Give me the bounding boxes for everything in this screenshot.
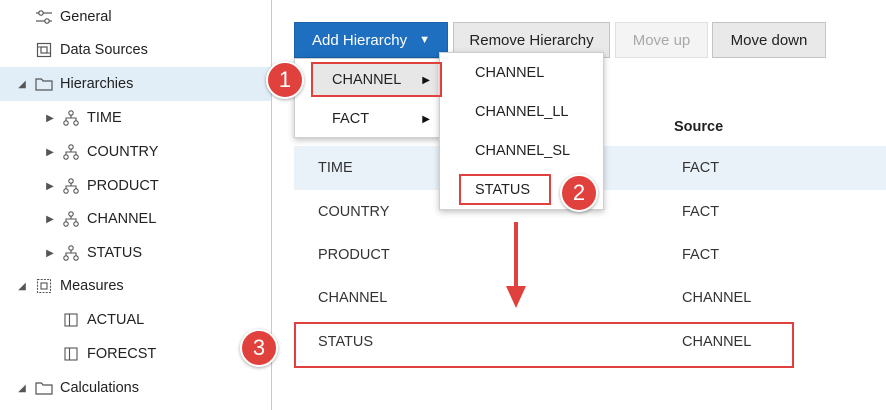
cell-name: STATUS bbox=[318, 334, 374, 350]
highlight-box-3 bbox=[294, 322, 794, 368]
hierarchy-icon bbox=[62, 109, 80, 127]
measure-icon bbox=[62, 345, 80, 363]
submenu-item-channel[interactable]: CHANNEL bbox=[475, 65, 545, 81]
table-row[interactable]: STATUS CHANNEL bbox=[294, 320, 886, 364]
tree-item-calculations[interactable]: ◢ Calculations bbox=[0, 371, 271, 405]
table-row[interactable]: PRODUCT FACT bbox=[294, 233, 886, 277]
cell-source: FACT bbox=[682, 160, 720, 176]
add-hierarchy-button[interactable]: Add Hierarchy ▼ bbox=[294, 22, 448, 58]
hierarchy-icon bbox=[62, 210, 80, 228]
move-up-button[interactable]: Move up bbox=[615, 22, 708, 58]
tree-item-label: Data Sources bbox=[60, 42, 148, 58]
table-row[interactable]: COUNTRY FACT bbox=[294, 190, 886, 234]
submenu-arrow-icon: ▶ bbox=[422, 113, 430, 125]
expand-caret-icon[interactable]: ▶ bbox=[46, 180, 54, 192]
tree-item-label: FORECST bbox=[87, 346, 157, 362]
tree-item-label: Hierarchies bbox=[60, 76, 134, 92]
cell-name: COUNTRY bbox=[318, 204, 390, 220]
tree-item-actual[interactable]: ACTUAL bbox=[0, 303, 271, 337]
hierarchy-icon bbox=[62, 244, 80, 262]
cell-name: TIME bbox=[318, 160, 353, 176]
tree-item-status[interactable]: ▶ STATUS bbox=[0, 236, 271, 270]
cell-source: CHANNEL bbox=[682, 334, 752, 350]
submenu-item-channel-sl[interactable]: CHANNEL_SL bbox=[475, 143, 571, 159]
tree-item-label: Calculations bbox=[60, 380, 139, 396]
cell-source: FACT bbox=[682, 247, 720, 263]
hierarchy-icon bbox=[62, 143, 80, 161]
move-down-button[interactable]: Move down bbox=[712, 22, 826, 58]
hierarchy-icon bbox=[62, 177, 80, 195]
highlight-box-2 bbox=[459, 174, 551, 205]
tree-item-label: Measures bbox=[60, 278, 124, 294]
add-hierarchy-label: Add Hierarchy bbox=[312, 31, 408, 49]
menu-item-channel[interactable]: CHANNEL ▶ bbox=[312, 63, 438, 97]
annotation-arrow-line bbox=[514, 222, 518, 288]
collapse-caret-icon[interactable]: ◢ bbox=[18, 78, 26, 90]
tree-item-hierarchies[interactable]: ◢ Hierarchies bbox=[0, 67, 271, 101]
cell-name: PRODUCT bbox=[318, 247, 390, 263]
folder-icon bbox=[35, 379, 53, 397]
menu-item-fact[interactable]: FACT ▶ bbox=[312, 102, 438, 136]
sliders-icon bbox=[35, 8, 53, 26]
collapse-caret-icon[interactable]: ◢ bbox=[18, 280, 26, 292]
tree-item-label: General bbox=[60, 9, 112, 25]
menu-item-label: CHANNEL bbox=[332, 72, 402, 88]
submenu-arrow-icon: ▶ bbox=[422, 74, 430, 86]
data-source-icon bbox=[35, 41, 53, 59]
tree-item-country[interactable]: ▶ COUNTRY bbox=[0, 135, 271, 169]
expand-caret-icon[interactable]: ▶ bbox=[46, 146, 54, 158]
submenu-item-status[interactable]: STATUS bbox=[475, 182, 531, 198]
table-row[interactable]: CHANNEL CHANNEL bbox=[294, 276, 886, 320]
measure-icon bbox=[62, 311, 80, 329]
tree-item-label: STATUS bbox=[87, 245, 143, 261]
add-hierarchy-menu: CHANNEL ▶ FACT ▶ bbox=[294, 58, 442, 138]
cell-source: CHANNEL bbox=[682, 290, 752, 306]
tree-item-data-sources[interactable]: Data Sources bbox=[0, 33, 271, 67]
tree-item-product[interactable]: ▶ PRODUCT bbox=[0, 169, 271, 203]
measures-icon bbox=[35, 277, 53, 295]
cell-name: CHANNEL bbox=[318, 290, 388, 306]
column-header-source[interactable]: Source bbox=[674, 119, 724, 135]
tree-item-general[interactable]: General bbox=[0, 0, 271, 34]
tree-item-label: CHANNEL bbox=[87, 211, 157, 227]
tree-item-label: COUNTRY bbox=[87, 144, 159, 160]
sidebar-tree: General Data Sources ◢ Hierarchies ▶ TIM… bbox=[0, 0, 272, 410]
tree-item-time[interactable]: ▶ TIME bbox=[0, 101, 271, 135]
menu-item-label: FACT bbox=[332, 111, 370, 127]
folder-icon bbox=[35, 75, 53, 93]
expand-caret-icon[interactable]: ▶ bbox=[46, 213, 54, 225]
step-badge-1: 1 bbox=[266, 61, 304, 99]
collapse-caret-icon[interactable]: ◢ bbox=[18, 382, 26, 394]
highlight-box-1 bbox=[311, 62, 442, 97]
expand-caret-icon[interactable]: ▶ bbox=[46, 112, 54, 124]
tree-item-label: PRODUCT bbox=[87, 178, 159, 194]
tree-item-channel[interactable]: ▶ CHANNEL bbox=[0, 202, 271, 236]
expand-caret-icon[interactable]: ▶ bbox=[46, 247, 54, 259]
cell-source: FACT bbox=[682, 204, 720, 220]
step-badge-2: 2 bbox=[560, 174, 598, 212]
tree-item-label: ACTUAL bbox=[87, 312, 145, 328]
tree-item-forecst[interactable]: FORECST bbox=[0, 337, 271, 371]
submenu-item-channel-ll[interactable]: CHANNEL_LL bbox=[475, 104, 569, 120]
step-badge-3: 3 bbox=[240, 329, 278, 367]
annotation-arrow-head-icon bbox=[506, 286, 526, 308]
tree-item-measures[interactable]: ◢ Measures bbox=[0, 269, 271, 303]
dropdown-caret-icon: ▼ bbox=[419, 34, 430, 46]
tree-item-label: TIME bbox=[87, 110, 122, 126]
